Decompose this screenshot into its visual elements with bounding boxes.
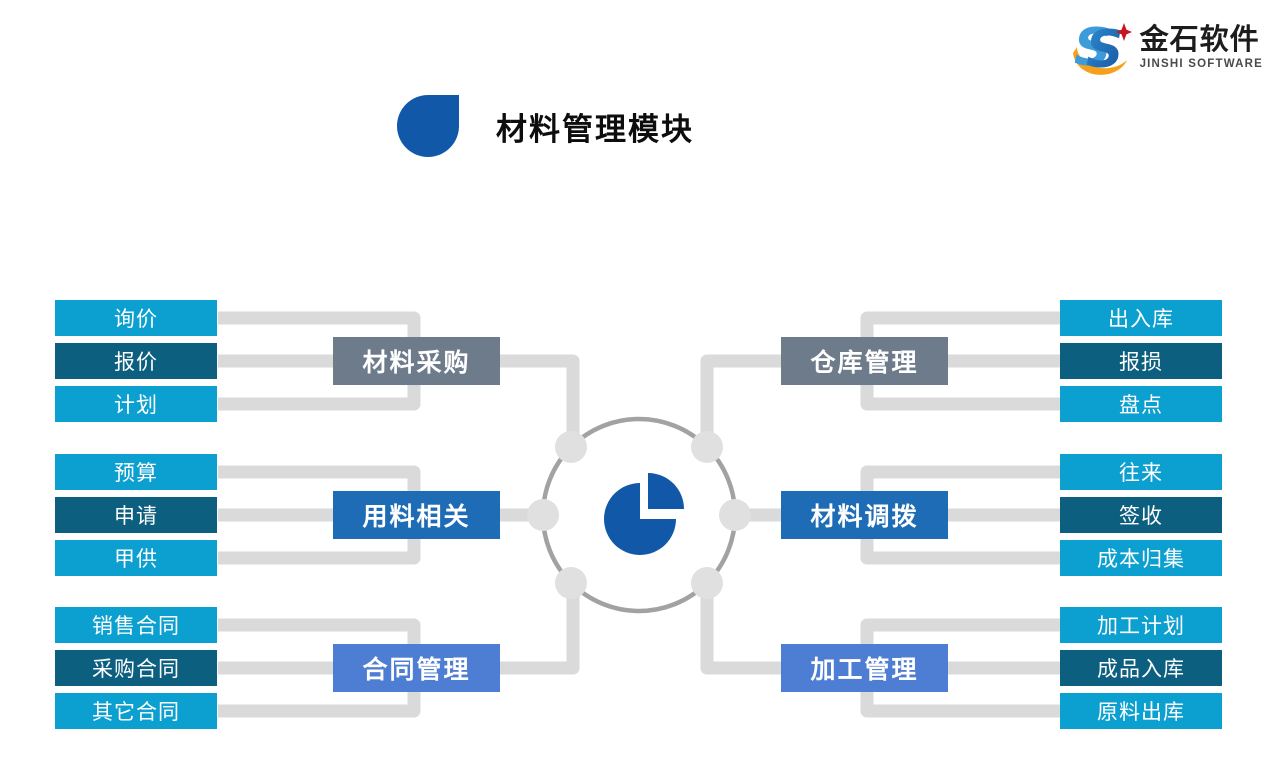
logo-brand-name: 金石软件 [1139,23,1260,56]
module-item: 成品入库 [1060,650,1222,686]
hub-nodes [527,431,751,599]
module-item: 签收 [1060,497,1222,533]
module-item: 预算 [55,454,217,490]
module-category: 用料相关 [333,491,500,539]
page-title: 材料管理模块 [496,111,694,147]
svg-text:S: S [1074,18,1111,78]
company-logo: S S 金石软件 JINSHI SOFTWARE [1070,15,1263,81]
module-category: 合同管理 [333,644,500,692]
module-item: 计划 [55,386,217,422]
module-item: 其它合同 [55,693,217,729]
module-item: 往来 [1060,454,1222,490]
module-item: 成本归集 [1060,540,1222,576]
module-item: 报损 [1060,343,1222,379]
module-item: 报价 [55,343,217,379]
module-item: 申请 [55,497,217,533]
module-item: 加工计划 [1060,607,1222,643]
svg-text:S: S [1086,20,1123,80]
module-item: 原料出库 [1060,693,1222,729]
pie-chart-icon [604,473,684,555]
jinshi-logo-icon: S S [1072,18,1132,80]
module-item: 甲供 [55,540,217,576]
module-category: 加工管理 [781,644,948,692]
title-block: 材料管理模块 [397,95,694,157]
module-item: 出入库 [1060,300,1222,336]
drop-bullet-icon [397,95,459,157]
module-category: 仓库管理 [781,337,948,385]
module-item: 采购合同 [55,650,217,686]
module-category: 材料调拨 [781,491,948,539]
module-item: 盘点 [1060,386,1222,422]
module-category: 材料采购 [333,337,500,385]
module-item: 询价 [55,300,217,336]
logo-brand-subtitle: JINSHI SOFTWARE [1139,57,1263,70]
module-item: 销售合同 [55,607,217,643]
